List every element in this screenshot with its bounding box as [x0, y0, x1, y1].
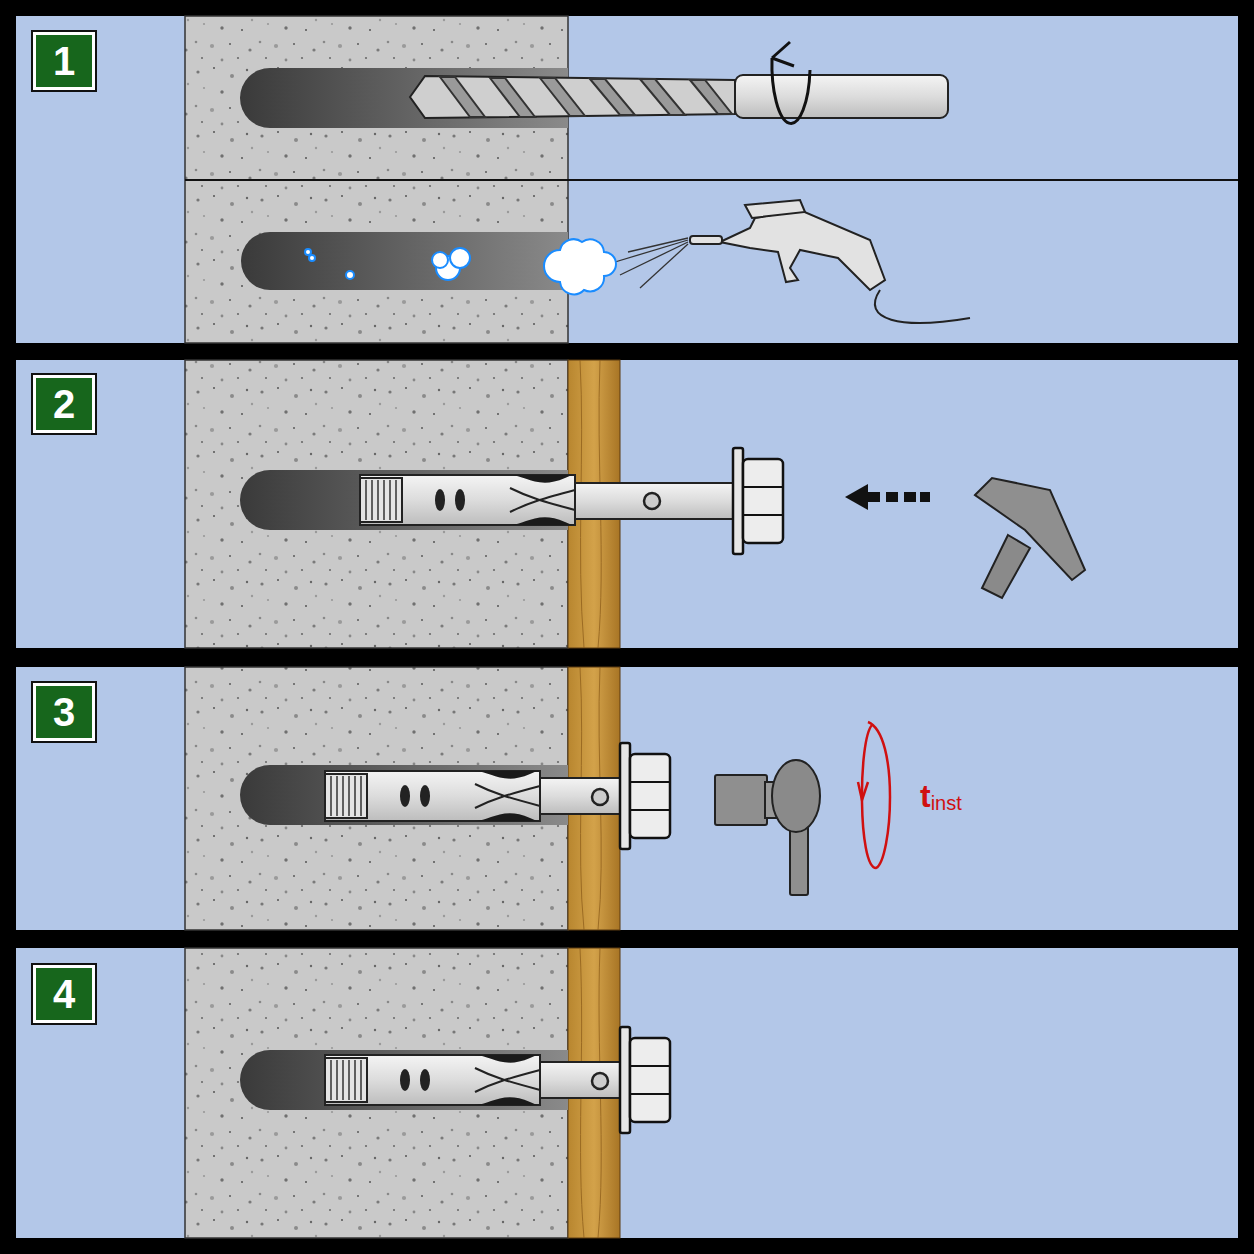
step-number-box: 3	[33, 683, 95, 741]
step-number: 1	[53, 41, 75, 81]
step-number-box: 4	[33, 965, 95, 1023]
step-number: 2	[53, 384, 75, 424]
step-number-box: 2	[33, 375, 95, 433]
torque-subscript: inst	[931, 792, 962, 814]
step-number: 4	[53, 974, 75, 1014]
torque-symbol: t	[920, 778, 931, 814]
step-number: 3	[53, 692, 75, 732]
torque-label: tinst	[920, 778, 962, 815]
step-number-box: 1	[33, 32, 95, 90]
